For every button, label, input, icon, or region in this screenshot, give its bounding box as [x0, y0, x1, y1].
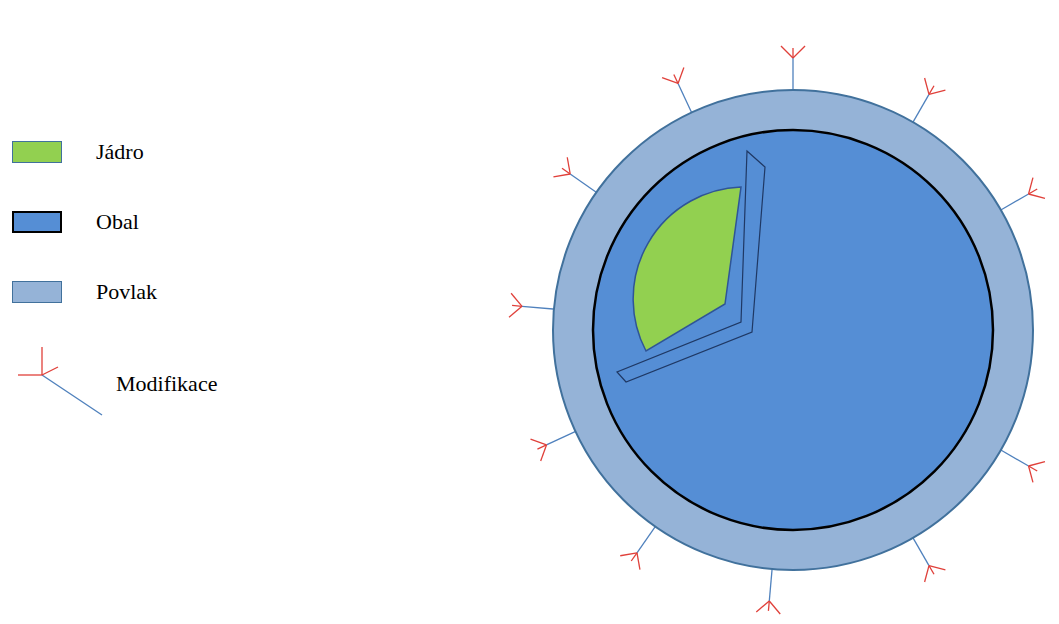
modification-arm	[756, 601, 769, 612]
core-sector	[633, 187, 741, 351]
modification-symbol	[999, 178, 1045, 211]
modification-arm	[1029, 194, 1045, 198]
modification-arm	[678, 68, 684, 84]
modification-tip	[929, 566, 934, 575]
shell-circle	[593, 130, 993, 530]
modification-stem	[678, 83, 692, 114]
legend-modification-symbol	[10, 345, 110, 425]
modification-arm	[553, 174, 570, 177]
modification-tip	[537, 445, 546, 449]
legend-item: Modifikace	[10, 345, 310, 425]
modification-arm	[509, 306, 522, 317]
modification-arm	[769, 601, 780, 614]
legend-item: Povlak	[10, 273, 310, 313]
modification-symbol	[531, 431, 578, 461]
modification-tip	[562, 168, 570, 174]
modification-symbol	[662, 68, 692, 115]
modification-symbol	[781, 46, 805, 92]
modification-stem	[792, 58, 793, 92]
modification-symbol	[999, 449, 1045, 482]
modification-stem	[999, 194, 1028, 211]
modifications	[509, 46, 1045, 614]
legend-label: Jádro	[96, 139, 144, 165]
legend-label: Modifikace	[116, 371, 217, 397]
legend-item: Jádro	[10, 133, 310, 173]
modification-symbol	[553, 157, 598, 193]
modification-tip	[674, 74, 678, 83]
modification-tip	[1029, 466, 1038, 471]
modification-stem	[999, 449, 1028, 466]
legend-label: Povlak	[96, 279, 157, 305]
coating-circle	[553, 90, 1033, 570]
modification-stem	[522, 306, 556, 309]
modification-stem	[637, 525, 657, 553]
modification-stem	[912, 94, 929, 123]
legend-label: Obal	[96, 209, 139, 235]
modification-symbol	[509, 293, 556, 317]
modification-tip	[631, 553, 637, 561]
modification-tip	[512, 305, 522, 307]
modification-tip	[768, 601, 770, 611]
legend-item: Obal	[10, 203, 310, 243]
modification-arm	[511, 293, 522, 306]
modification-arm	[925, 78, 929, 94]
modification-tip	[1029, 189, 1038, 194]
modification-arm	[925, 566, 929, 582]
modification-symbol	[756, 567, 780, 614]
modification-arm	[1029, 462, 1045, 466]
modification-arm	[531, 439, 547, 445]
modification-stem	[769, 567, 772, 601]
modification-arm	[637, 553, 640, 570]
modification-symbol	[912, 78, 945, 124]
modification-arm	[781, 46, 793, 58]
modification-stem	[912, 536, 929, 565]
modification-stem	[546, 431, 577, 445]
legend-swatch	[12, 141, 62, 163]
legend-swatch	[12, 211, 62, 233]
modification-symbol	[620, 525, 656, 570]
modification-stem	[570, 174, 598, 194]
modification-arm	[793, 46, 805, 58]
modification-tip	[792, 48, 793, 58]
modification-tip	[929, 86, 934, 95]
cut-strip	[617, 151, 765, 382]
modification-symbol	[912, 536, 945, 582]
legend-swatch	[12, 281, 62, 303]
